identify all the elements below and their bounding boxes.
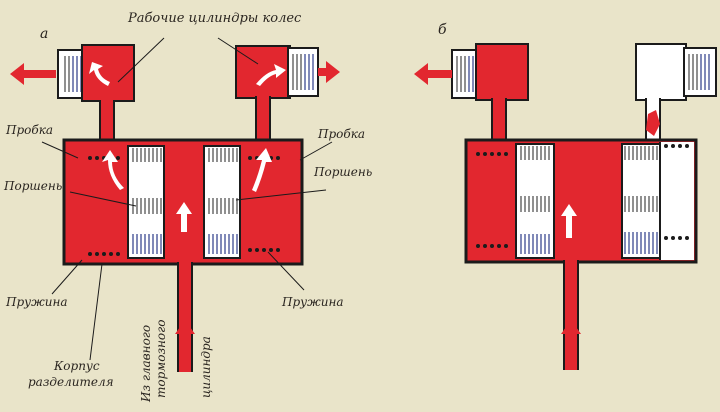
variant-a-letter: а <box>40 26 49 42</box>
outflow-arrow-left-b <box>414 63 452 85</box>
flow-arrow-housing-right <box>252 148 272 192</box>
wheel-cylinder-left-b <box>451 43 529 142</box>
inflow-arrow-b <box>561 320 581 368</box>
variant-b-diagram <box>414 43 717 370</box>
flow-arrow-center-a <box>176 202 192 232</box>
wheel-cylinder-left <box>57 44 135 142</box>
wheel-cylinder-right <box>235 45 319 142</box>
housing-label-line1: Корпус <box>54 359 100 373</box>
flow-arrow-cylinder-left <box>89 62 110 86</box>
from-master-line1: Из главного <box>139 324 153 402</box>
from-master-line3: цилиндра <box>199 336 213 398</box>
piston-label-left: Поршень <box>4 179 63 193</box>
spring-label-left: Пружина <box>6 295 68 309</box>
variant-b-letter: б <box>438 22 447 38</box>
inflow-arrow-a <box>175 320 195 370</box>
splitter-housing-a <box>62 138 304 266</box>
wheel-cylinders-label: Рабочие цилиндры колес <box>128 11 302 26</box>
plug-label-right: Пробка <box>318 127 366 141</box>
flow-arrow-cylinder-right <box>256 64 286 86</box>
outflow-arrow-right <box>318 61 340 83</box>
variant-a-diagram <box>10 37 340 372</box>
leader-lines-a <box>41 37 333 361</box>
splitter-housing-b <box>464 138 698 264</box>
inlet-pipe-a <box>175 262 195 372</box>
housing-label-line2: разделителя <box>28 375 114 389</box>
piston-label-right: Поршень <box>314 165 373 179</box>
outflow-arrow-left <box>10 63 56 85</box>
plug-label-left: Пробка <box>6 123 54 137</box>
inlet-pipe-b <box>561 260 581 370</box>
flow-arrow-center-b <box>561 204 577 238</box>
plug-dots-b <box>476 144 689 248</box>
wheel-cylinder-right-b <box>635 43 717 142</box>
flow-arrow-housing-left <box>102 150 124 190</box>
spring-label-right: Пружина <box>282 295 344 309</box>
from-master-line2: тормозного <box>154 319 168 398</box>
